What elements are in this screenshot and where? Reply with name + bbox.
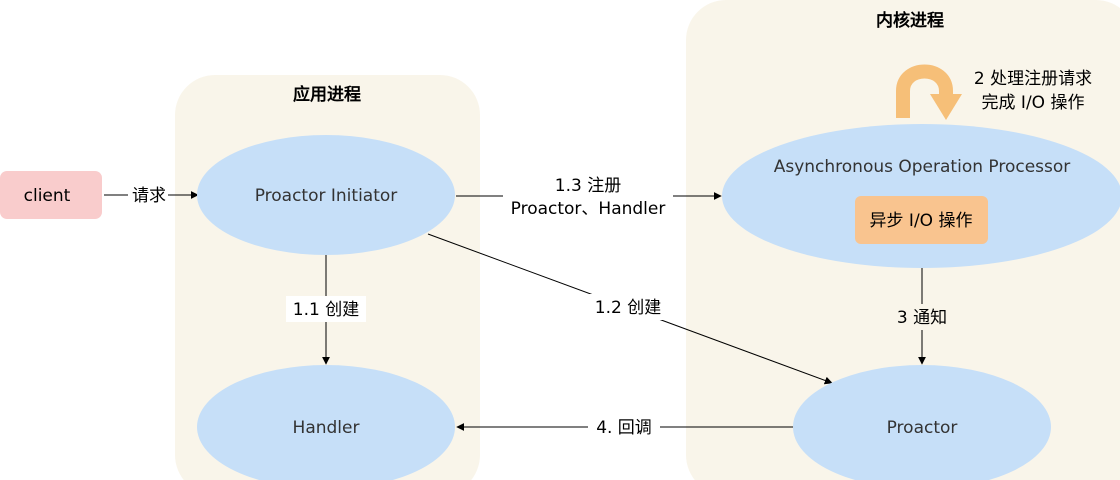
request-label: 请求 <box>132 186 166 206</box>
callback-label: 4. 回调 <box>596 418 652 438</box>
proactor-label: Proactor <box>887 418 958 438</box>
kernel-process-title: 内核进程 <box>876 10 944 31</box>
process-register-loop-icon <box>896 64 962 120</box>
process-register-label-line1: 2 处理注册请求 <box>974 69 1092 89</box>
proactor-node <box>793 365 1051 480</box>
register-label-line1: 1.3 注册 <box>555 176 621 196</box>
process-register-label-line2: 完成 I/O 操作 <box>982 93 1085 113</box>
handler-label: Handler <box>293 418 360 438</box>
client-label: client <box>24 186 71 206</box>
client-node <box>0 171 102 219</box>
proactor-initiator-label: Proactor Initiator <box>255 186 398 206</box>
proactor-initiator-node <box>197 135 455 255</box>
create-handler-label: 1.1 创建 <box>293 300 359 320</box>
handler-node <box>197 365 455 480</box>
register-label-line2: Proactor、Handler <box>511 199 666 219</box>
async-io-label: 异步 I/O 操作 <box>870 211 973 231</box>
create-proactor-label: 1.2 创建 <box>595 298 661 318</box>
async-io-box <box>855 196 988 244</box>
notify-label: 3 通知 <box>897 308 947 328</box>
async-processor-label: Asynchronous Operation Processor <box>774 157 1071 177</box>
app-process-title: 应用进程 <box>293 84 361 105</box>
